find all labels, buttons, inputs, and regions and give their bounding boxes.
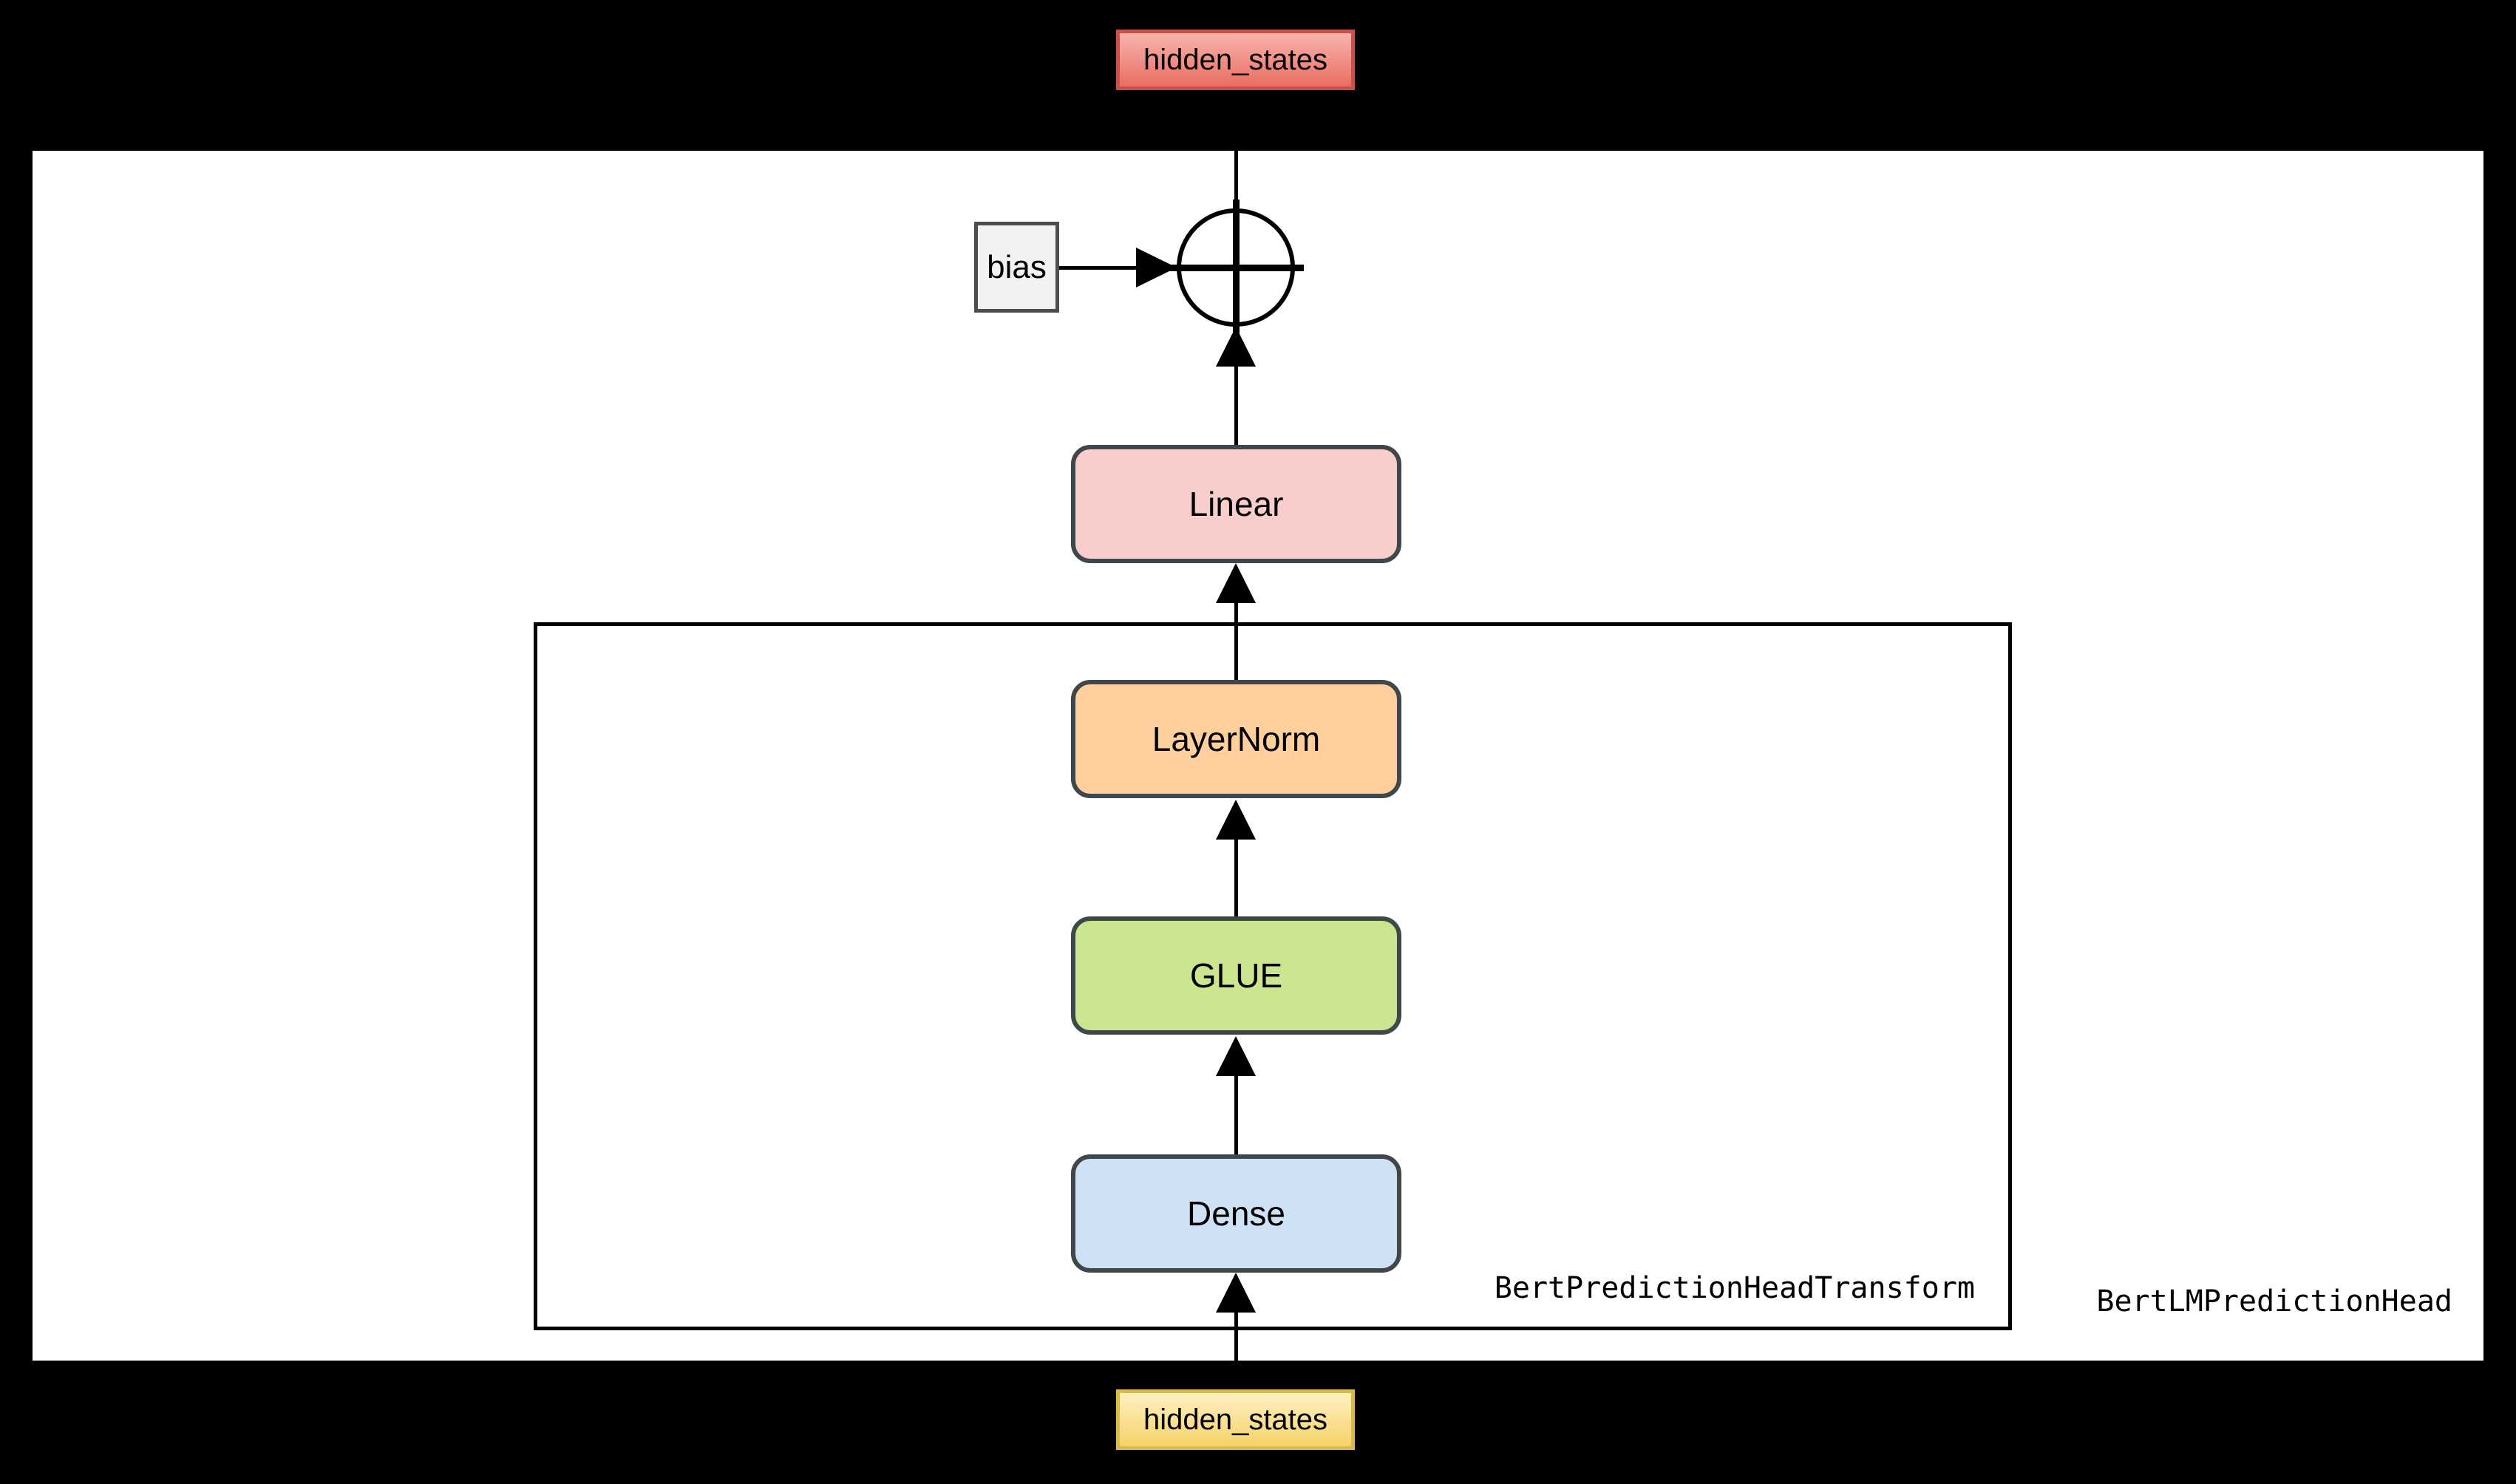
hidden-states-top-box: hidden_states	[1116, 30, 1355, 90]
bert-prediction-head-transform-container	[534, 622, 2012, 1330]
flow-line-linear-to-add	[1234, 367, 1238, 445]
arrowhead-into-layernorm-icon	[1216, 800, 1256, 840]
bert-prediction-head-transform-label: BertPredictionHeadTransform	[1494, 1271, 1975, 1305]
hidden-states-bottom-box: hidden_states	[1116, 1389, 1355, 1450]
bias-arrow-line	[1059, 266, 1136, 270]
linear-block: Linear	[1071, 445, 1401, 563]
layernorm-block-label: LayerNorm	[1152, 720, 1321, 758]
layernorm-block: LayerNorm	[1071, 680, 1401, 798]
plus-icon-horizontal-bar	[1168, 265, 1304, 271]
dense-block-label: Dense	[1187, 1194, 1285, 1233]
arrowhead-into-dense-icon	[1216, 1273, 1256, 1313]
flow-line-layernorm-to-linear	[1234, 603, 1238, 680]
linear-block-label: Linear	[1189, 485, 1284, 523]
glue-block: GLUE	[1071, 916, 1401, 1035]
flow-line-add-to-top	[1234, 151, 1238, 210]
bias-arrowhead-right-icon	[1136, 248, 1177, 287]
flow-line-bottom-to-dense	[1234, 1313, 1238, 1361]
arrowhead-into-linear-icon	[1216, 563, 1256, 603]
bias-box: bias	[974, 222, 1059, 313]
flow-line-dense-to-glue	[1234, 1076, 1238, 1154]
glue-block-label: GLUE	[1189, 956, 1283, 995]
dense-block: Dense	[1071, 1154, 1401, 1273]
hidden-states-top-label: hidden_states	[1143, 43, 1328, 76]
flow-line-glue-to-layernorm	[1234, 840, 1238, 916]
bert-lm-prediction-head-label: BertLMPredictionHead	[2096, 1284, 2452, 1318]
bias-label: bias	[987, 248, 1047, 285]
arrowhead-into-glue-icon	[1216, 1036, 1256, 1076]
hidden-states-bottom-label: hidden_states	[1143, 1403, 1328, 1436]
